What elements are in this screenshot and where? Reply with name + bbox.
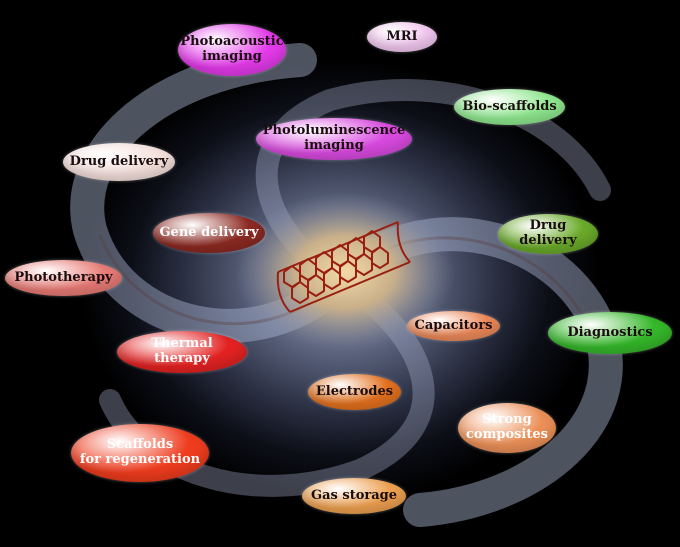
label-gas-storage: Gas storage bbox=[302, 478, 406, 514]
label-photoacoustic-imaging: Photoacoustic imaging bbox=[178, 24, 286, 76]
label-phototherapy: Phototherapy bbox=[5, 260, 122, 296]
label-gene-delivery: Gene delivery bbox=[153, 213, 265, 253]
label-photoluminescence-imaging: Photoluminescence imaging bbox=[256, 118, 412, 160]
label-bio-scaffolds: Bio-scaffolds bbox=[454, 89, 565, 125]
label-scaffolds-for-regeneration: Scaffolds for regeneration bbox=[71, 424, 209, 482]
label-mri: MRI bbox=[367, 22, 437, 52]
label-drug-delivery-right: Drug delivery bbox=[498, 214, 598, 254]
label-strong-composites: Strong composites bbox=[458, 403, 556, 453]
label-diagnostics: Diagnostics bbox=[548, 312, 672, 354]
label-drug-delivery-left: Drug delivery bbox=[63, 143, 175, 181]
label-electrodes: Electrodes bbox=[308, 374, 401, 410]
label-capacitors: Capacitors bbox=[407, 311, 500, 341]
carbon-nanotube-icon bbox=[276, 221, 411, 313]
label-thermal-therapy: Thermal therapy bbox=[117, 331, 247, 373]
